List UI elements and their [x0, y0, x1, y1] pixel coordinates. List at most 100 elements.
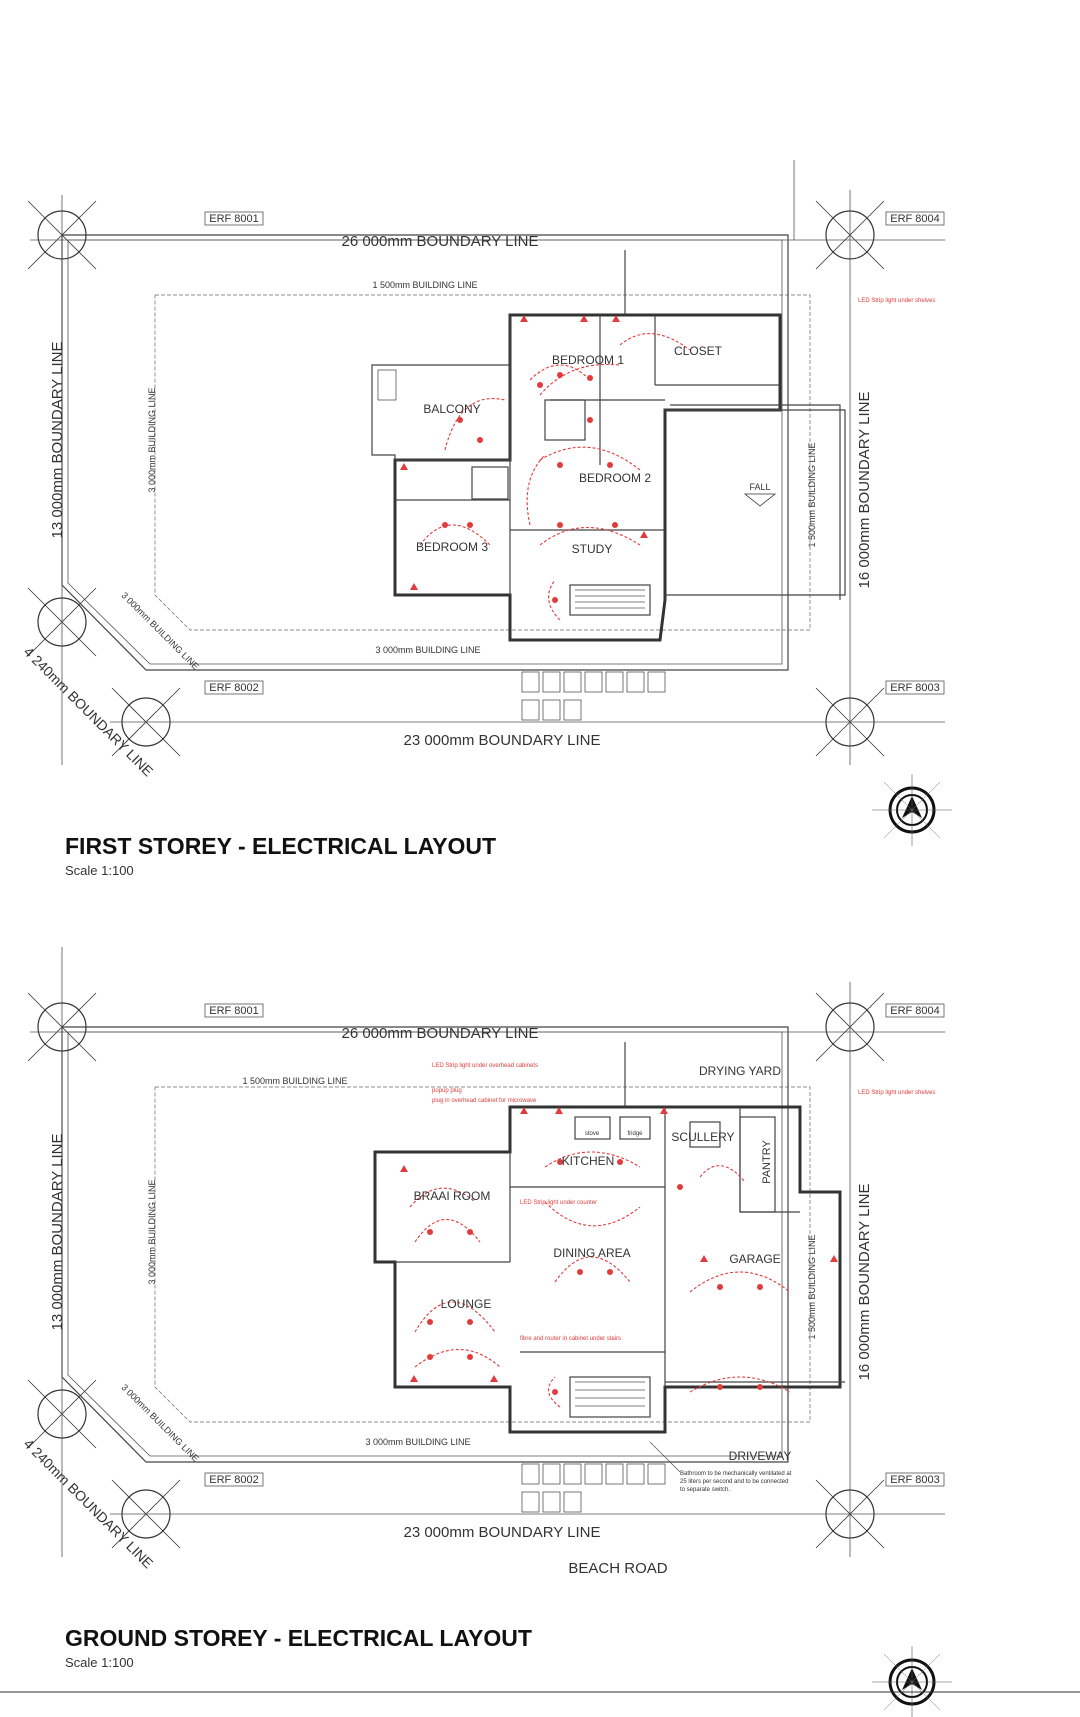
stair-treads — [575, 1381, 645, 1407]
boundary-inner — [67, 1031, 783, 1457]
boundary-right-label: 16 000mm BOUNDARY LINE — [856, 1183, 873, 1380]
shower — [471, 466, 509, 500]
note-bathroom-ventilation: Bathroom to be mechanically ventilated a… — [680, 1471, 792, 1494]
lighting-circuits — [419, 333, 691, 621]
erf-label-tl: ERF 8001 — [209, 213, 259, 225]
building-line — [154, 294, 811, 631]
erf-box — [885, 1472, 945, 1487]
first-storey-plan: ERF 8001 ERF 8004 ERF 8002 ERF 8003 26 0… — [21, 160, 954, 878]
power-outlets — [400, 315, 648, 590]
room-label-bedroom1: BEDROOM 1 — [552, 353, 624, 367]
erf-label-br: ERF 8003 — [890, 682, 940, 694]
boundary-bottom-label: 23 000mm BOUNDARY LINE — [403, 1524, 600, 1541]
erf-label-tr: ERF 8004 — [890, 213, 940, 225]
pantry-shelf — [739, 1116, 776, 1213]
room-label-bedroom2: BEDROOM 2 — [579, 471, 651, 485]
boundary-left-label: 13 000mm BOUNDARY LINE — [49, 341, 66, 538]
erf-box — [204, 1472, 264, 1487]
interior-walls — [395, 315, 780, 595]
boundary-outline — [61, 1026, 789, 1463]
boundary-right-label: 16 000mm BOUNDARY LINE — [856, 391, 873, 588]
boundary-corner-label: 4 240mm BOUNDARY LINE — [21, 644, 157, 780]
building-bottom-label: 3 000mm BUILDING LINE — [375, 645, 480, 655]
note-strip-shelves: LED Strip light under shelves — [858, 1090, 935, 1096]
erf-label-bl: ERF 8002 — [209, 1474, 259, 1486]
erf-box — [885, 680, 945, 695]
building-left-label: 3 000mm BUILDING LINE — [147, 1179, 157, 1284]
ground-storey-plan: ERF 8001 ERF 8004 ERF 8002 ERF 8003 26 0… — [21, 947, 954, 1717]
room-label-study: STUDY — [572, 542, 613, 556]
note-bathroom-text: Bathroom to be mechanically ventilated a… — [680, 1471, 792, 1494]
stove — [574, 1116, 611, 1140]
room-label-kitchen: KITCHEN — [562, 1154, 615, 1168]
balcony-box — [377, 369, 397, 401]
fridge — [619, 1116, 651, 1140]
boundary-inner — [67, 239, 783, 665]
note-strip-counter: LED Strip light under counter — [520, 1200, 597, 1206]
power-outlets — [400, 1107, 838, 1382]
stairs — [569, 1376, 651, 1418]
erf-box — [204, 680, 264, 695]
appliance-label-stove: stove — [585, 1131, 600, 1137]
building-top-label: 1 500mm BUILDING LINE — [242, 1076, 347, 1086]
shower — [544, 399, 586, 441]
scullery-sink — [689, 1121, 721, 1148]
erf-label-tl: ERF 8001 — [209, 1005, 259, 1017]
lighting-circuits — [409, 1151, 791, 1408]
plan-title-first: FIRST STOREY - ELECTRICAL LAYOUT — [65, 833, 496, 859]
ground-storey-walls — [373, 1105, 842, 1434]
room-label-driveway: DRIVEWAY — [729, 1449, 792, 1463]
stair-treads — [575, 589, 645, 609]
erf-box — [204, 1003, 264, 1018]
appliance-label-fridge: fridge — [627, 1131, 643, 1137]
room-label-dining-area: DINING AREA — [553, 1246, 630, 1260]
boundary-bottom-label: 23 000mm BOUNDARY LINE — [403, 732, 600, 749]
north-arrow-icon — [870, 772, 954, 848]
erf-box — [204, 211, 264, 226]
boundary-left-label: 13 000mm BOUNDARY LINE — [49, 1133, 66, 1330]
plan-title-ground: GROUND STOREY - ELECTRICAL LAYOUT — [65, 1625, 532, 1651]
erf-label-tr: ERF 8004 — [890, 1005, 940, 1017]
building-bottom-label: 3 000mm BUILDING LINE — [365, 1437, 470, 1447]
building-left-label: 3 000mm BUILDING LINE — [147, 387, 157, 492]
light-fittings — [427, 1159, 763, 1395]
fall-arrow-icon — [743, 493, 777, 507]
fall-label: FALL — [749, 482, 770, 492]
boundary-top-label: 26 000mm BOUNDARY LINE — [341, 1025, 538, 1042]
road-label: BEACH ROAD — [568, 1560, 667, 1577]
paving-grid — [521, 671, 666, 721]
light-fittings — [442, 372, 618, 603]
note-fibre-router: fibre and router in cabinet under stairs — [520, 1336, 621, 1342]
paving-grid — [521, 1463, 666, 1513]
note-strip-cabinets: LED Strip light under overhead cabinets — [432, 1063, 538, 1069]
note-strip-light: LED Strip light under shelves — [858, 298, 935, 304]
erf-box — [885, 1003, 945, 1018]
erf-label-bl: ERF 8002 — [209, 682, 259, 694]
room-label-scullery: SCULLERY — [671, 1130, 734, 1144]
building-right-label: 1 500mm BUILDING LINE — [807, 1234, 817, 1339]
roof-terrace-edge — [670, 404, 841, 600]
erf-box — [885, 211, 945, 226]
roof-terrace — [665, 409, 846, 596]
note-popup-plug: popup plug — [432, 1088, 462, 1094]
building-top-label: 1 500mm BUILDING LINE — [372, 280, 477, 290]
boundary-top-label: 26 000mm BOUNDARY LINE — [341, 233, 538, 250]
room-label-balcony: BALCONY — [423, 402, 480, 416]
plan-scale-ground: Scale 1:100 — [65, 1655, 134, 1670]
building-corner-label: 3 000mm BUILDING LINE — [119, 590, 200, 671]
stairs — [569, 584, 651, 616]
room-label-braai-room: BRAAI ROOM — [414, 1189, 491, 1203]
leader-line — [649, 1441, 681, 1473]
room-label-lounge: LOUNGE — [441, 1297, 492, 1311]
building-corner-label: 3 000mm BUILDING LINE — [119, 1382, 200, 1463]
room-label-drying-yard: DRYING YARD — [699, 1064, 781, 1078]
room-label-bedroom3: BEDROOM 3 — [416, 540, 488, 554]
north-arrow-icon — [870, 1644, 954, 1717]
building-line — [154, 1086, 811, 1423]
plan-scale-first: Scale 1:100 — [65, 863, 134, 878]
building-right-label: 1 500mm BUILDING LINE — [807, 442, 817, 547]
boundary-outline — [61, 234, 789, 671]
room-label-garage: GARAGE — [729, 1252, 780, 1266]
erf-label-br: ERF 8003 — [890, 1474, 940, 1486]
